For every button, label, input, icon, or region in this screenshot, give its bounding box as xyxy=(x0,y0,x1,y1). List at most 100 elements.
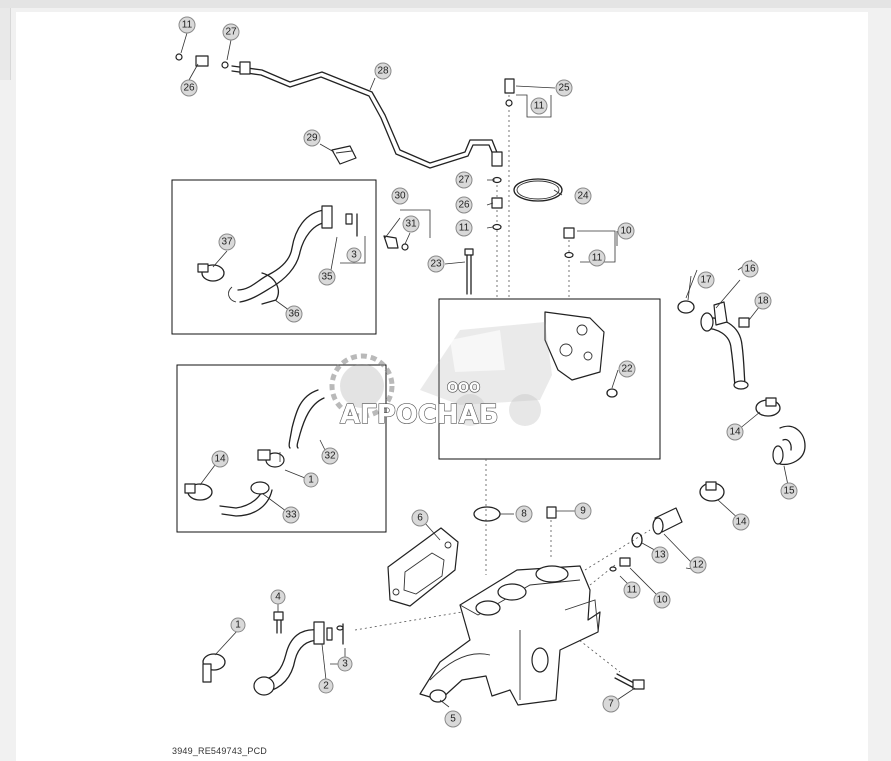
svg-text:6: 6 xyxy=(417,513,423,524)
plug-10-lower xyxy=(609,557,631,572)
hose-clamp-1 xyxy=(202,653,226,683)
svg-text:3: 3 xyxy=(342,659,348,670)
callout-32[interactable]: 32 xyxy=(321,447,339,465)
watermark-line1: ООО xyxy=(447,381,480,396)
callout-3a[interactable]: 3 xyxy=(346,247,362,263)
svg-text:25: 25 xyxy=(558,83,570,94)
callout-12[interactable]: 12 xyxy=(689,556,707,574)
callout-26b[interactable]: 26 xyxy=(455,196,473,214)
hose-clamp-14-lower xyxy=(699,481,725,502)
svg-text:24: 24 xyxy=(577,191,589,202)
housing-5 xyxy=(419,565,601,706)
callout-11a[interactable]: 11 xyxy=(178,16,196,34)
callout-35[interactable]: 35 xyxy=(318,268,336,286)
watermark-logo xyxy=(329,322,552,426)
callout-37[interactable]: 37 xyxy=(218,233,236,251)
callout-11b[interactable]: 11 xyxy=(530,97,548,115)
callout-11c[interactable]: 11 xyxy=(455,219,473,237)
hose-assembly-2 xyxy=(253,621,344,696)
callout-11e[interactable]: 11 xyxy=(623,581,641,599)
detail-box-upper-left xyxy=(171,179,377,335)
fitting-25 xyxy=(504,78,515,107)
svg-text:17: 17 xyxy=(700,275,712,286)
tube-16 xyxy=(700,301,749,390)
callout-29[interactable]: 29 xyxy=(303,129,321,147)
callout-6[interactable]: 6 xyxy=(411,509,429,527)
detail-box-center xyxy=(438,298,661,460)
callout-13[interactable]: 13 xyxy=(651,546,669,564)
hose-clamp-14-upper xyxy=(755,397,781,417)
hose-assembly-35-36 xyxy=(228,205,358,305)
callout-10b[interactable]: 10 xyxy=(653,591,671,609)
callout-14c[interactable]: 14 xyxy=(211,450,229,468)
callout-27b[interactable]: 27 xyxy=(455,171,473,189)
callout-2[interactable]: 2 xyxy=(318,678,334,694)
svg-text:3: 3 xyxy=(351,250,357,261)
callout-7[interactable]: 7 xyxy=(602,695,620,713)
callout-8[interactable]: 8 xyxy=(515,505,533,523)
svg-text:16: 16 xyxy=(744,264,756,275)
callout-3b[interactable]: 3 xyxy=(337,656,353,672)
svg-text:23: 23 xyxy=(430,259,442,270)
callout-33[interactable]: 33 xyxy=(282,506,300,524)
fitting-26-top xyxy=(175,53,229,69)
callout-15[interactable]: 15 xyxy=(780,482,798,500)
svg-text:9: 9 xyxy=(580,506,586,517)
o-ring-24 xyxy=(513,178,563,202)
svg-text:11: 11 xyxy=(182,20,193,31)
callout-17[interactable]: 17 xyxy=(697,271,715,289)
callout-26a[interactable]: 26 xyxy=(180,79,198,97)
svg-text:1: 1 xyxy=(308,475,314,486)
svg-text:33: 33 xyxy=(285,510,297,521)
svg-text:22: 22 xyxy=(621,364,633,375)
hose-15 xyxy=(772,425,806,466)
svg-text:14: 14 xyxy=(735,517,747,528)
callout-22[interactable]: 22 xyxy=(618,360,636,378)
callout-10a[interactable]: 10 xyxy=(617,222,635,240)
svg-text:29: 29 xyxy=(306,133,318,144)
svg-text:12: 12 xyxy=(692,560,704,571)
callout-27a[interactable]: 27 xyxy=(222,23,240,41)
pump-housing xyxy=(544,311,618,398)
callout-1[interactable]: 1 xyxy=(230,617,246,633)
callout-16[interactable]: 16 xyxy=(741,260,759,278)
callout-11d[interactable]: 11 xyxy=(588,249,606,267)
callout-14a[interactable]: 14 xyxy=(726,423,744,441)
clip-29 xyxy=(331,145,357,165)
svg-text:8: 8 xyxy=(521,509,527,520)
svg-text:13: 13 xyxy=(654,550,666,561)
svg-text:2: 2 xyxy=(323,681,329,692)
callout-5[interactable]: 5 xyxy=(444,710,462,728)
svg-text:32: 32 xyxy=(324,451,336,462)
callout-9[interactable]: 9 xyxy=(574,502,592,520)
svg-text:30: 30 xyxy=(394,191,406,202)
callout-23[interactable]: 23 xyxy=(427,255,445,273)
bolt-23 xyxy=(464,248,474,295)
svg-text:1: 1 xyxy=(235,620,241,631)
o-ring-13 xyxy=(631,532,643,548)
callout-30[interactable]: 30 xyxy=(391,187,409,205)
fitting-30-31 xyxy=(383,235,409,251)
viewer-top-bar xyxy=(0,0,891,8)
figure-caption: 3949_RE549743_PCD xyxy=(172,746,267,756)
plug-10-upper xyxy=(563,227,575,259)
callout-18[interactable]: 18 xyxy=(754,292,772,310)
svg-text:37: 37 xyxy=(221,237,233,248)
callout-4[interactable]: 4 xyxy=(270,589,286,605)
bolt-18 xyxy=(738,317,750,328)
callout-31[interactable]: 31 xyxy=(402,215,420,233)
callout-36[interactable]: 36 xyxy=(285,305,303,323)
svg-text:27: 27 xyxy=(458,175,470,186)
svg-text:11: 11 xyxy=(627,585,638,596)
hose-assembly-32-33 xyxy=(219,389,325,517)
callout-25[interactable]: 25 xyxy=(555,79,573,97)
bolt-4 xyxy=(273,611,284,634)
callout-28[interactable]: 28 xyxy=(374,62,392,80)
svg-text:26: 26 xyxy=(183,83,195,94)
callout-14b[interactable]: 14 xyxy=(732,513,750,531)
svg-text:10: 10 xyxy=(620,226,632,237)
callout-1b[interactable]: 1 xyxy=(303,472,319,488)
callout-24[interactable]: 24 xyxy=(574,187,592,205)
svg-text:36: 36 xyxy=(288,309,300,320)
